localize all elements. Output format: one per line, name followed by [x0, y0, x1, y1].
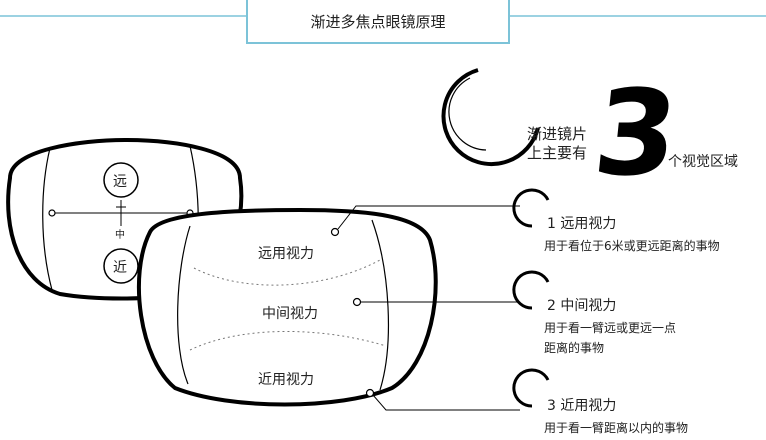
zone-1-desc-line1: 用于看位于6米或更远距离的事物	[544, 239, 720, 253]
zone-2-ring-icon	[512, 270, 550, 310]
title-box: 渐进多焦点眼镜原理	[246, 0, 510, 44]
big-far-label: 远用视力	[258, 246, 314, 262]
headline-suffix: 个视觉区域	[668, 154, 738, 170]
zone-3-desc-line1: 用于看一臂距离以内的事物	[544, 421, 689, 435]
small-near-label: 近	[113, 260, 127, 276]
small-near-circle	[103, 248, 139, 284]
leader-far	[330, 205, 520, 237]
zone-1-title: 1 远用视力	[547, 216, 617, 232]
small-far-label: 远	[113, 174, 127, 190]
headline-line2: 上主要有	[527, 144, 588, 162]
headline-number: 3	[587, 64, 685, 202]
zone-3-ring-icon	[512, 368, 550, 408]
headline-ring-icon	[441, 68, 540, 167]
small-mid-label: 中	[115, 230, 125, 241]
zone-2-desc-line1: 用于看一臂远或更远一点	[544, 321, 677, 335]
small-far-circle	[103, 162, 139, 198]
zone-3-title: 3 近用视力	[547, 398, 617, 414]
big-near-label: 近用视力	[258, 372, 314, 388]
big-lens	[136, 207, 438, 407]
headline-line1: 渐进镜片	[527, 125, 588, 143]
big-mid-label: 中间视力	[262, 306, 318, 322]
leader-near	[365, 388, 520, 411]
zone-2-desc-line2: 距离的事物	[544, 341, 605, 355]
page-title: 渐进多焦点眼镜原理	[310, 12, 446, 31]
zone-1-ring-icon	[512, 188, 550, 228]
leader-mid	[352, 297, 520, 307]
zone-2-title: 2 中间视力	[547, 298, 617, 314]
